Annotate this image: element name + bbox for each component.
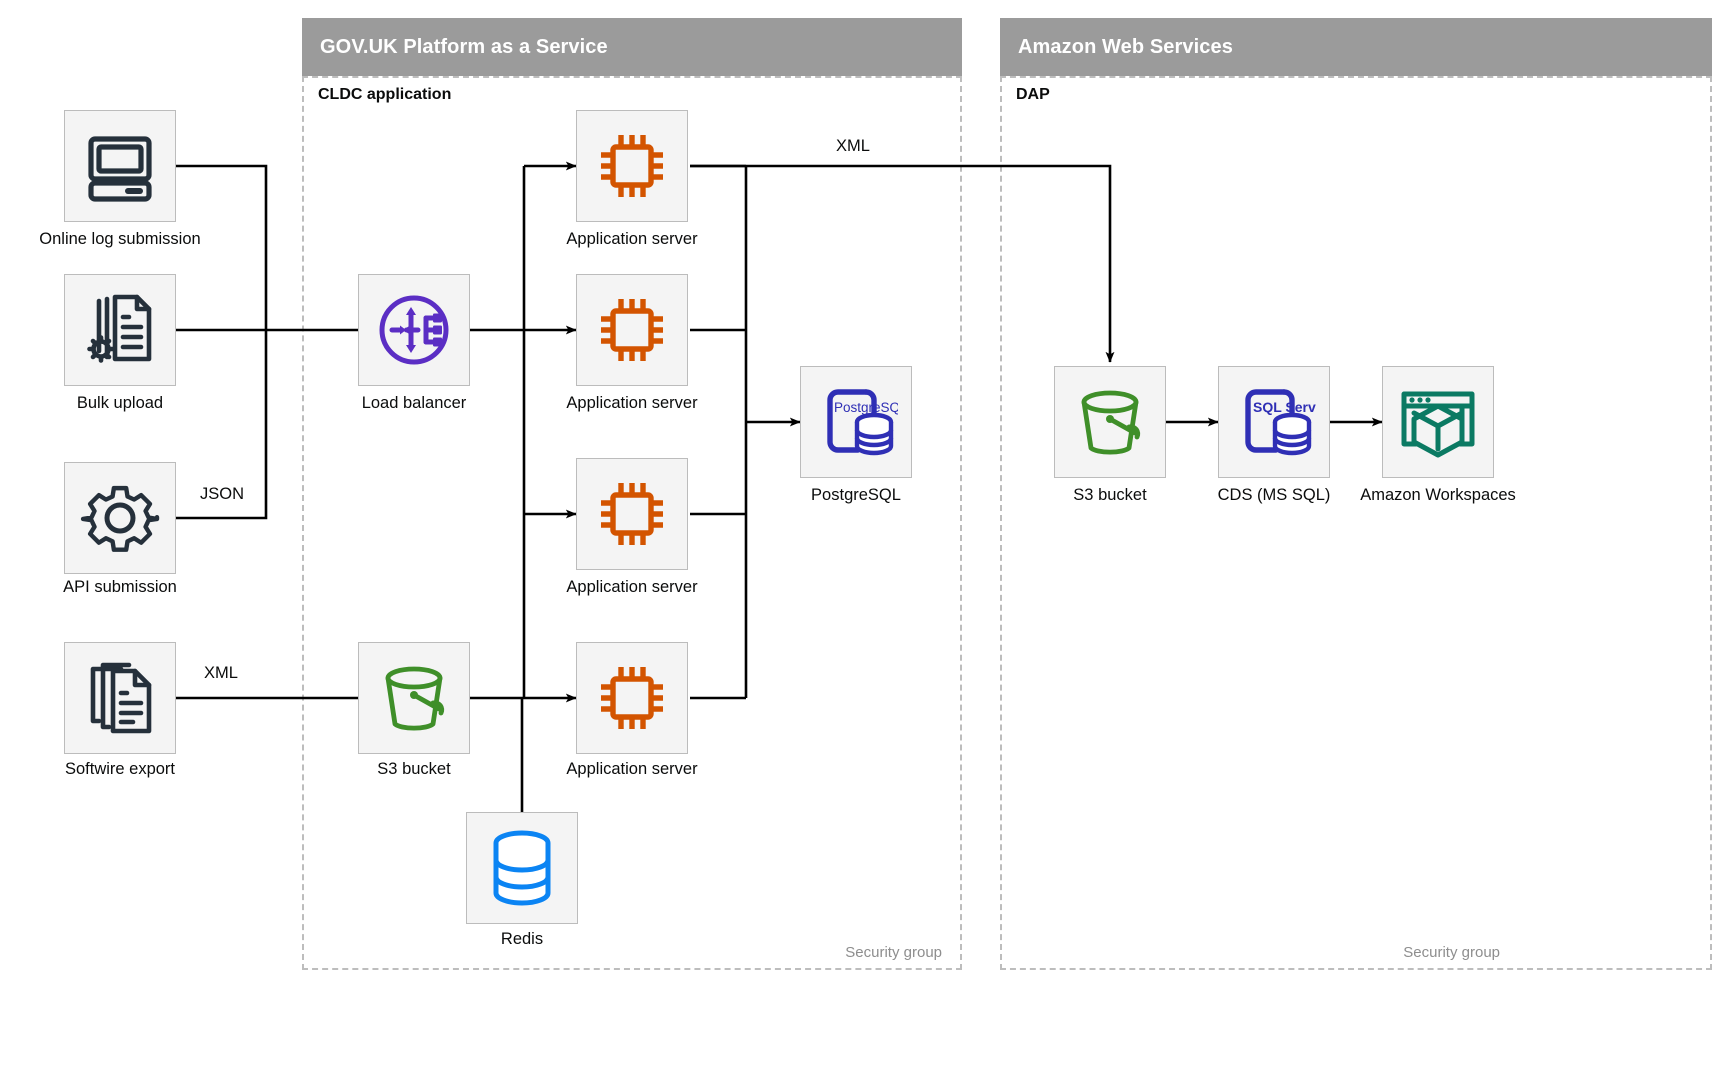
cpu-chip-icon bbox=[592, 474, 672, 554]
node-label-bulk-upload: Bulk upload bbox=[76, 394, 164, 412]
node-online-log-submission[interactable] bbox=[64, 110, 176, 222]
node-aws-s3-bucket[interactable] bbox=[1054, 366, 1166, 478]
node-label-app-server-1: Application server bbox=[566, 230, 698, 248]
node-app-server-2[interactable] bbox=[576, 274, 688, 386]
node-label-load-balancer: Load balancer bbox=[361, 394, 467, 412]
node-amazon-workspaces[interactable] bbox=[1382, 366, 1494, 478]
sql-server-badge-text: SQL Server bbox=[1253, 399, 1316, 415]
sql-server-icon: SQL Server bbox=[1232, 380, 1316, 464]
node-softwire-export[interactable] bbox=[64, 642, 176, 754]
node-label-postgresql: PostgreSQL bbox=[811, 486, 901, 504]
node-load-balancer[interactable] bbox=[358, 274, 470, 386]
group-title-aws: Amazon Web Services bbox=[1018, 35, 1233, 58]
node-label-app-server-4: Application server bbox=[566, 760, 698, 778]
security-caption-paas: Security group bbox=[845, 944, 942, 961]
node-label-redis: Redis bbox=[500, 930, 544, 948]
document-gear-icon bbox=[81, 291, 159, 369]
node-label-amazon-workspaces: Amazon Workspaces bbox=[1360, 486, 1516, 504]
subgroup-label-dap: DAP bbox=[1016, 86, 1050, 103]
edge-label-json: JSON bbox=[196, 485, 249, 504]
desktop-computer-icon bbox=[81, 127, 159, 205]
security-group-aws bbox=[1000, 76, 1712, 970]
subgroup-label-cldc: CLDC application bbox=[318, 86, 452, 103]
load-balancer-icon bbox=[372, 288, 456, 372]
node-label-aws-s3-bucket: S3 bucket bbox=[1073, 486, 1147, 504]
security-caption-aws: Security group bbox=[1403, 944, 1500, 961]
node-app-server-4[interactable] bbox=[576, 642, 688, 754]
node-paas-s3-bucket[interactable] bbox=[358, 642, 470, 754]
node-label-api-submission: API submission bbox=[63, 578, 177, 596]
node-cds-ms-sql[interactable]: SQL Server bbox=[1218, 366, 1330, 478]
node-bulk-upload[interactable] bbox=[64, 274, 176, 386]
security-group-paas bbox=[302, 76, 962, 970]
node-app-server-3[interactable] bbox=[576, 458, 688, 570]
bucket-icon bbox=[373, 657, 455, 739]
node-label-softwire-export: Softwire export bbox=[64, 760, 176, 778]
node-label-cds-ms-sql: CDS (MS SQL) bbox=[1217, 486, 1331, 504]
bucket-icon bbox=[1069, 381, 1151, 463]
postgresql-icon: PostgreSQL bbox=[814, 380, 898, 464]
node-label-online-log-submission: Online log submission bbox=[39, 230, 201, 248]
node-postgresql[interactable]: PostgreSQL bbox=[800, 366, 912, 478]
cpu-chip-icon bbox=[592, 290, 672, 370]
cpu-chip-icon bbox=[592, 126, 672, 206]
group-header-paas: GOV.UK Platform as a Service bbox=[302, 18, 962, 76]
node-label-app-server-2: Application server bbox=[566, 394, 698, 412]
node-label-paas-s3-bucket: S3 bucket bbox=[377, 760, 451, 778]
group-title-paas: GOV.UK Platform as a Service bbox=[320, 35, 608, 58]
document-stack-icon bbox=[81, 659, 159, 737]
edge-label-xml-to-dap: XML bbox=[832, 137, 874, 156]
cpu-chip-icon bbox=[592, 658, 672, 738]
gear-icon bbox=[80, 478, 160, 558]
node-label-app-server-3: Application server bbox=[566, 578, 698, 596]
workspaces-cube-icon bbox=[1396, 382, 1480, 462]
edge-label-xml-softwire: XML bbox=[200, 664, 242, 683]
database-cylinder-icon bbox=[487, 829, 557, 907]
node-app-server-1[interactable] bbox=[576, 110, 688, 222]
node-redis[interactable] bbox=[466, 812, 578, 924]
postgresql-badge-text: PostgreSQL bbox=[834, 400, 898, 415]
node-api-submission[interactable] bbox=[64, 462, 176, 574]
group-header-aws: Amazon Web Services bbox=[1000, 18, 1712, 76]
